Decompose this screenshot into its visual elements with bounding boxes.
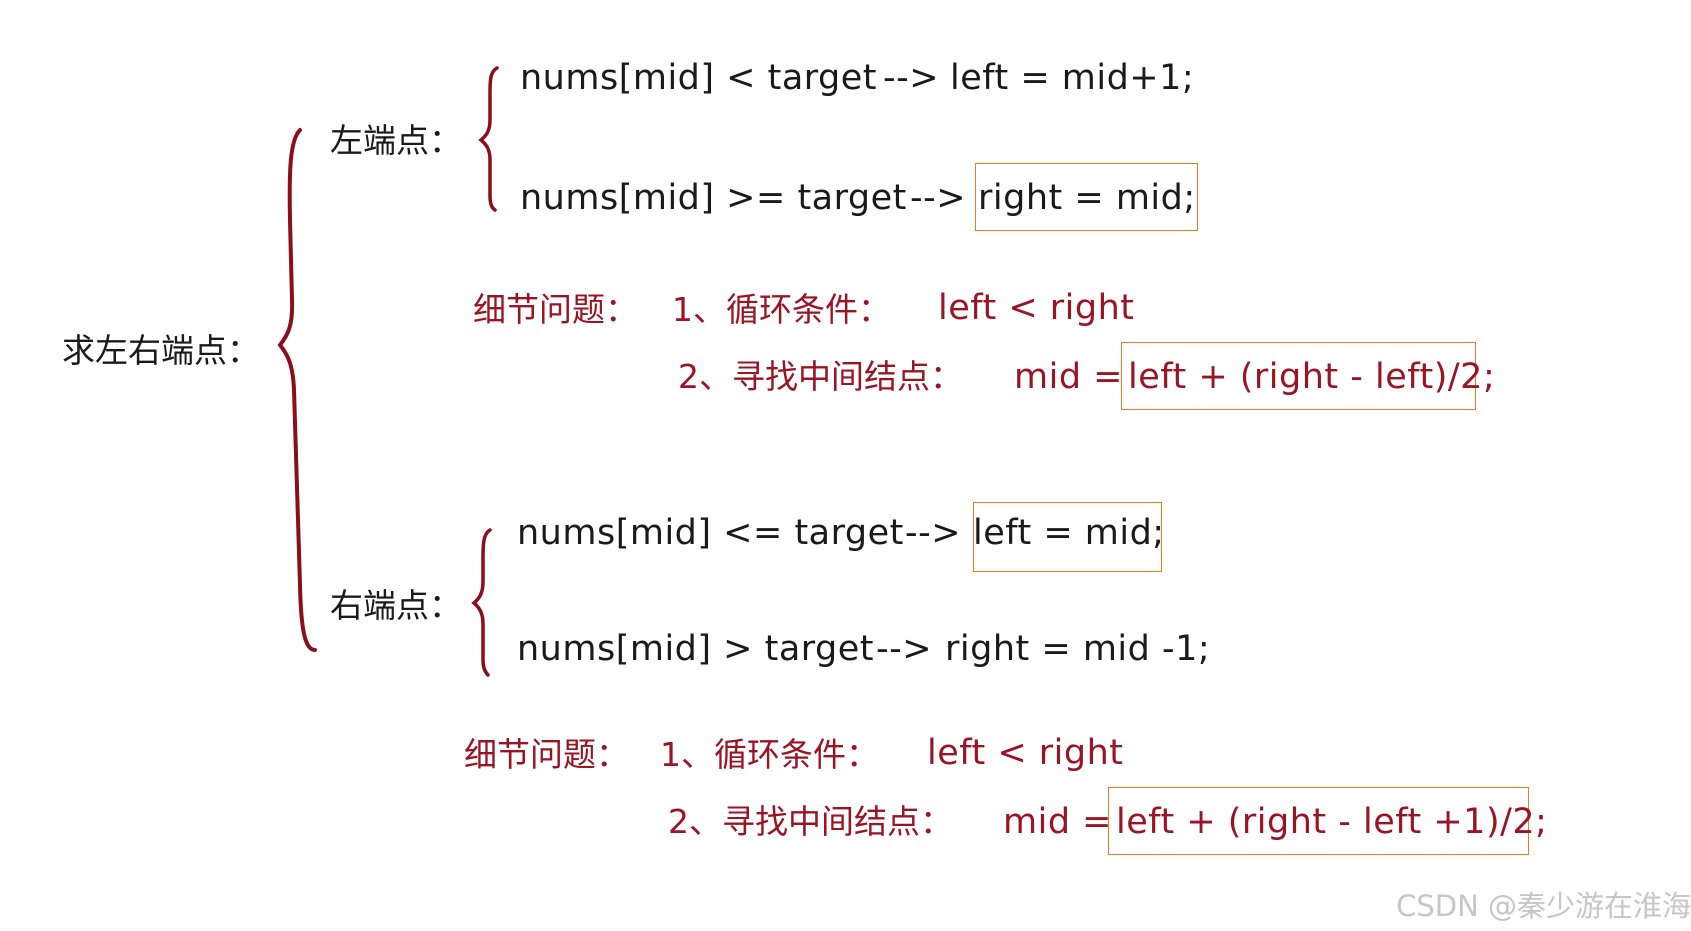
left-details-item2-value: left + (right - left)/2;	[1128, 357, 1496, 397]
csdn-watermark: CSDN @秦少游在淮海	[1396, 889, 1691, 923]
right-rule1-action: left = mid;	[973, 513, 1165, 553]
right-rule1-condition: nums[mid] <= target	[517, 513, 904, 553]
right-details-item2-highlight-box	[1108, 787, 1529, 855]
left-rule2-action: right = mid;	[978, 178, 1196, 218]
left-endpoint-label: 左端点：	[330, 121, 462, 160]
right-details-item2-prefix: 2、寻找中间结点：	[668, 802, 953, 841]
right-details-item2-lhs: mid =	[1003, 802, 1112, 842]
left-rule2-condition: nums[mid] >= target	[520, 178, 907, 218]
right-details-item1-value: left < right	[927, 733, 1124, 773]
root-brace	[277, 128, 317, 652]
right-details-item2-value: left + (right - left +1)/2;	[1116, 802, 1548, 842]
left-rule2-highlight-box	[975, 163, 1198, 231]
left-details-item2-highlight-box	[1121, 342, 1476, 410]
left-details-item2-lhs: mid =	[1014, 357, 1123, 397]
left-endpoint-brace	[478, 66, 499, 212]
right-rule2-action: right = mid -1;	[945, 629, 1211, 669]
left-details-item1-prefix: 1、循环条件：	[672, 290, 891, 329]
left-rule2-arrow: -->	[910, 178, 967, 218]
right-rule1-highlight-box	[973, 502, 1162, 572]
right-rule2-condition: nums[mid] > target	[517, 629, 875, 669]
left-rule1-condition: nums[mid] < target	[520, 58, 878, 98]
root-label: 求左右端点：	[62, 331, 260, 370]
right-endpoint-brace	[471, 528, 492, 677]
left-rule1-action: left = mid+1;	[950, 58, 1195, 98]
right-rule1-arrow: -->	[905, 513, 962, 553]
right-endpoint-label: 右端点：	[330, 586, 462, 625]
left-details-heading: 细节问题：	[473, 290, 638, 329]
left-details-item2-prefix: 2、寻找中间结点：	[678, 357, 963, 396]
right-details-item1-prefix: 1、循环条件：	[660, 735, 879, 774]
left-rule1-arrow: -->	[883, 58, 940, 98]
right-rule2-arrow: -->	[876, 629, 933, 669]
left-details-item1-value: left < right	[938, 288, 1135, 328]
right-details-heading: 细节问题：	[464, 735, 629, 774]
